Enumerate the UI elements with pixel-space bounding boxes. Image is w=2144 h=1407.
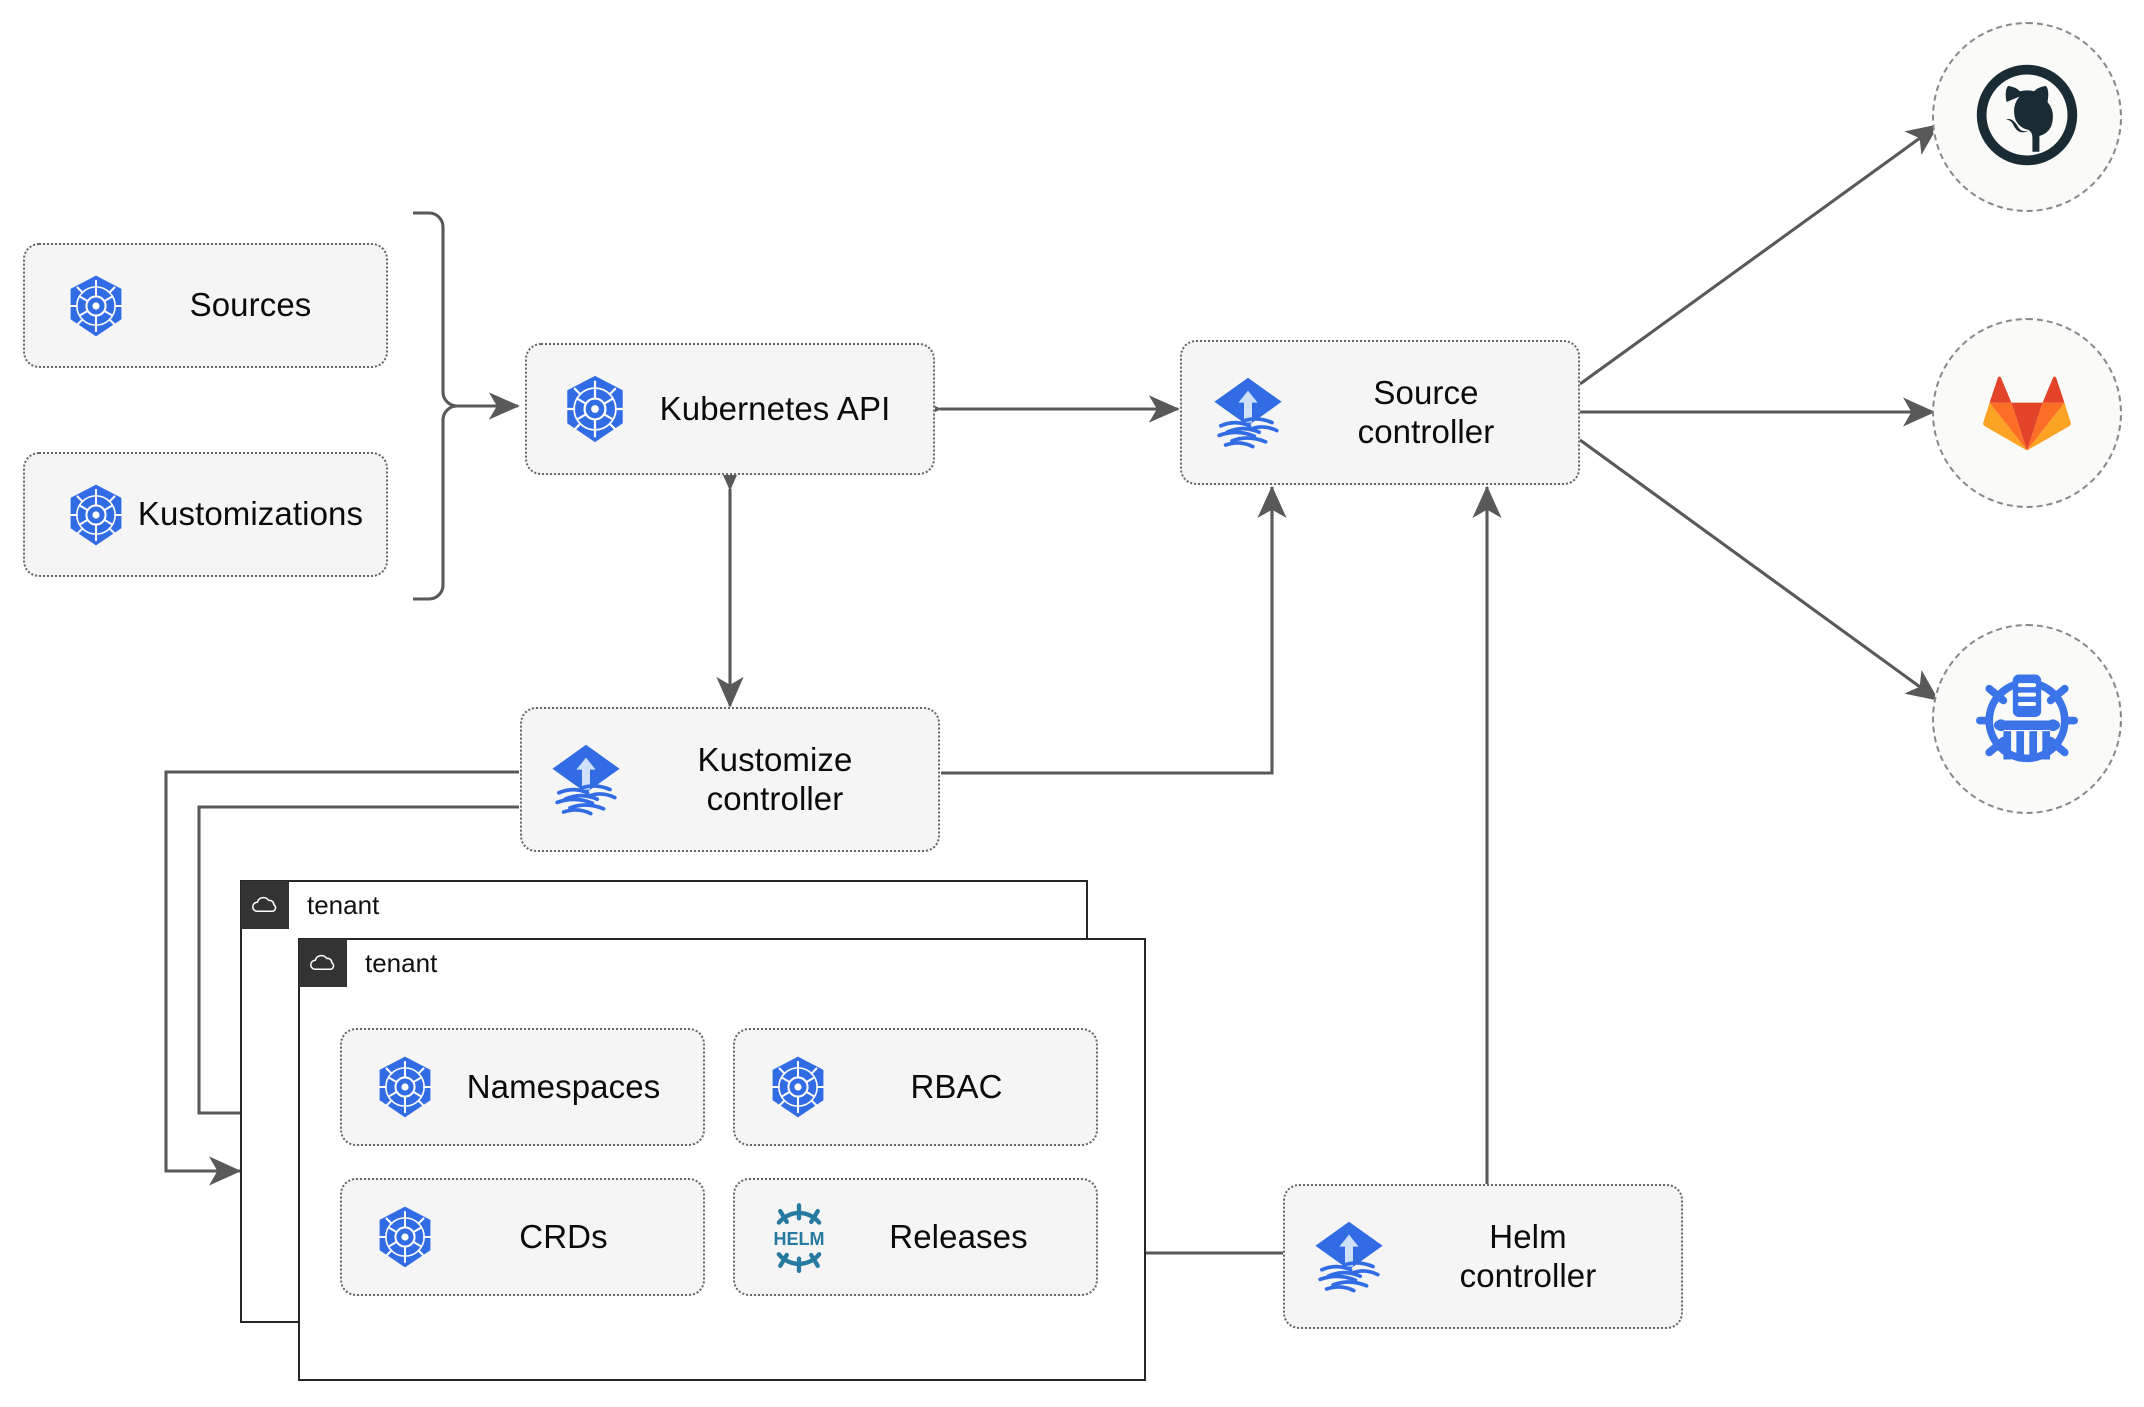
node-kustomize-controller[interactable]: Kustomize controller [520,707,940,852]
node-label-line1: Source [1373,373,1479,411]
node-label: Namespaces [466,1067,661,1105]
flux-icon [546,740,626,820]
node-label-line2: controller [1459,1256,1597,1294]
edge-kustomize-to-source [941,485,1287,775]
node-label: Kustomize controller [626,741,938,819]
gitlab-icon [1975,359,2079,468]
cloud-icon [299,939,347,987]
tenant-label: tenant [365,947,438,978]
node-label: Helm controller [1389,1218,1681,1296]
kubernetes-icon [559,373,631,445]
flux-icon [1309,1217,1389,1297]
node-helm-controller[interactable]: Helm controller [1283,1184,1683,1329]
node-label-line2: controller [706,779,844,817]
provider-gitlab[interactable] [1932,318,2122,508]
tenant-container-front[interactable]: tenant [298,938,1146,1381]
node-label: Releases [889,1217,1028,1255]
node-crds[interactable]: CRDs [340,1178,705,1296]
node-releases[interactable]: Releases [733,1178,1098,1296]
edge-source-to-github [1579,123,1940,386]
node-label: Source controller [1288,374,1578,452]
group-bracket [413,211,458,601]
node-label: Kubernetes API [659,389,891,427]
node-kustomizations[interactable]: Kustomizations [23,452,388,577]
edge-source-to-registry [1579,438,1940,702]
node-namespaces[interactable]: Namespaces [340,1028,705,1146]
provider-github[interactable] [1932,22,2122,212]
node-sources[interactable]: Sources [23,243,388,368]
kubernetes-icon [372,1054,438,1120]
helm-repository-icon [1968,658,2086,781]
node-source-controller[interactable]: Source controller [1180,340,1580,485]
kubernetes-icon [63,482,129,548]
github-icon [1973,61,2081,174]
kubernetes-icon [63,273,129,339]
flux-icon [1208,373,1288,453]
provider-helm-repository[interactable] [1932,624,2122,814]
node-label-line1: Kustomize [697,740,853,778]
node-label: CRDs [519,1217,608,1255]
tenant-label: tenant [307,889,380,920]
kubernetes-icon [372,1204,438,1270]
kubernetes-icon [765,1054,831,1120]
node-label-line2: controller [1357,412,1495,450]
node-label: Sources [189,286,312,324]
cloud-icon [241,881,289,929]
node-label: Kustomizations [137,495,364,533]
helm-icon [763,1201,835,1273]
tenant-header-back: tenant [241,881,379,929]
node-label-line1: Helm [1489,1217,1567,1255]
node-kubernetes-api[interactable]: Kubernetes API [525,343,935,475]
tenant-header-front: tenant [299,939,437,987]
node-label: RBAC [910,1067,1003,1105]
node-rbac[interactable]: RBAC [733,1028,1098,1146]
